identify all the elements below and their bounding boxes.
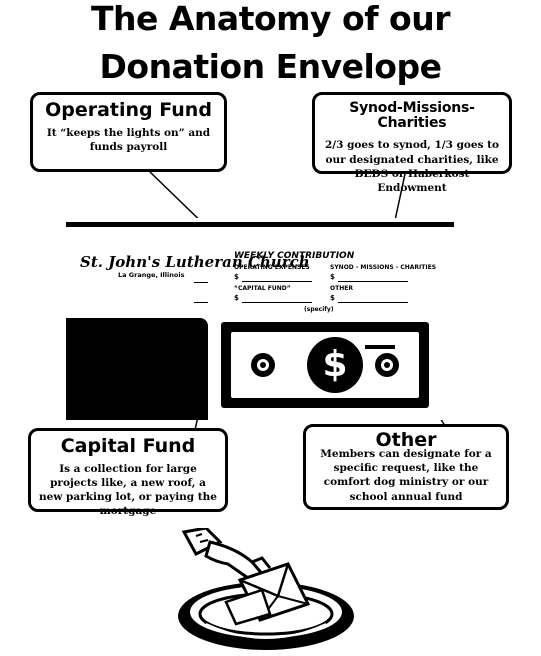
dollar-synod: $ (330, 273, 335, 281)
blank-capital (242, 302, 312, 303)
blank-synod (338, 281, 408, 282)
envelope-top-bar (66, 222, 454, 227)
church-name: St. John's Lutheran Church (80, 253, 310, 271)
hand-with-envelope-icon (181, 528, 311, 626)
dollar-capital: $ (234, 294, 239, 302)
callout-operating-fund: Operating Fund It “keeps the lights on” … (30, 92, 227, 172)
blank-other (338, 302, 408, 303)
blank-left-2 (194, 302, 208, 303)
envelope-dark-area (66, 318, 208, 420)
dollar-bill-icon: $ (221, 322, 429, 408)
operating-fund-body: It “keeps the lights on” and funds payro… (46, 126, 211, 154)
church-town: La Grange, Illinois (118, 271, 185, 279)
bill-bar (365, 345, 395, 349)
callout-capital-fund: Capital Fund Is a collection for large p… (28, 428, 228, 517)
blank-left-1 (194, 282, 208, 283)
dollar-other: $ (330, 294, 335, 302)
bill-right-circle (375, 353, 399, 377)
capital-fund-heading: Capital Fund (60, 435, 196, 457)
label-other: OTHER (330, 285, 353, 292)
synod-heading: Synod-Missions-Charities (349, 100, 475, 131)
blank-operating (242, 281, 312, 282)
other-heading: Other (375, 429, 437, 451)
donation-envelope: St. John's Lutheran Church La Grange, Il… (66, 218, 454, 420)
title-line-2: Donation Envelope (99, 47, 442, 86)
callout-other: Other Members can designate for a specif… (303, 424, 509, 510)
bill-left-circle (251, 353, 275, 377)
title-line-1: The Anatomy of our (91, 0, 450, 38)
other-body: Members can designate for a specific req… (320, 448, 492, 503)
dollar-operating: $ (234, 273, 239, 281)
label-capital-fund: “CAPITAL FUND” (234, 285, 291, 292)
operating-fund-heading: Operating Fund (45, 99, 212, 121)
label-synod-missions-charities: SYNOD - MISSIONS - CHARITIES (330, 264, 437, 271)
capital-fund-body: Is a collection for large projects like,… (39, 462, 217, 518)
label-specify: (specify) (304, 306, 334, 313)
synod-body: 2/3 goes to synod, 1/3 goes to our desig… (324, 139, 500, 194)
bill-center-coin: $ (307, 337, 363, 393)
label-operating-expenses: OPERATING EXPENSES (234, 264, 310, 271)
callout-synod-missions-charities: Synod-Missions-Charities 2/3 goes to syn… (312, 92, 512, 194)
offering-plate-illustration (178, 528, 354, 650)
envelope-header: WEEKLY CONTRIBUTION (234, 251, 355, 261)
